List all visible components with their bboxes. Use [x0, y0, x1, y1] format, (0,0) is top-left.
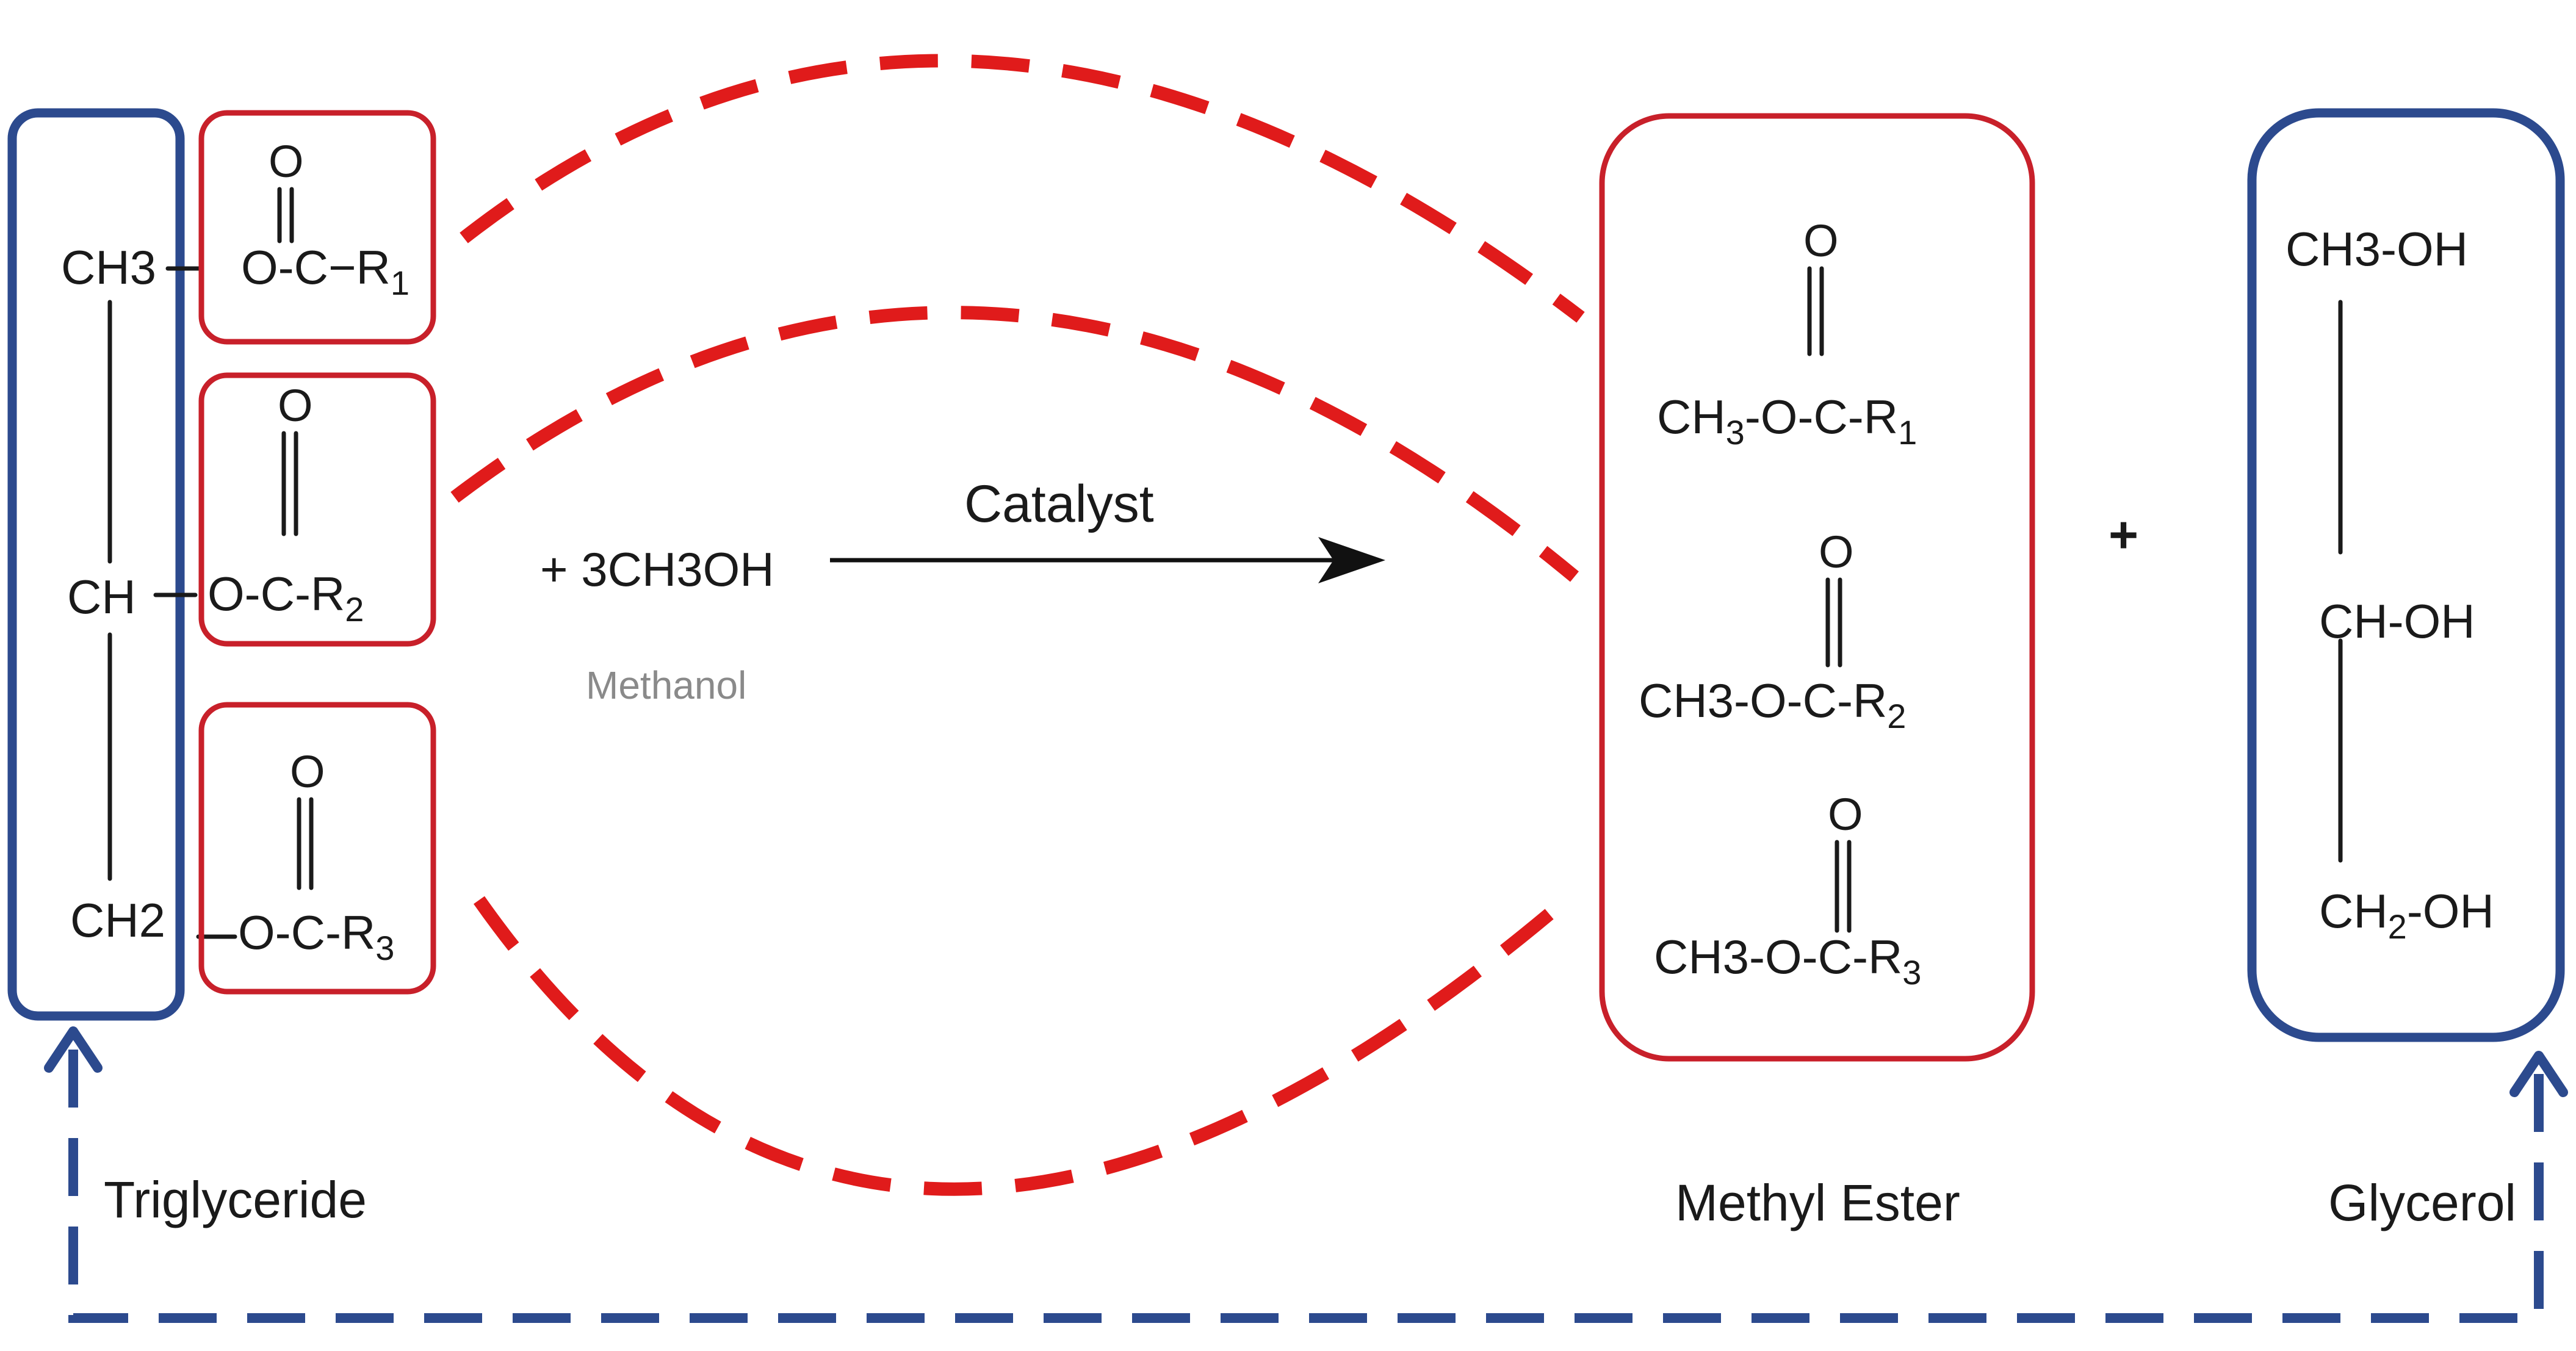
products-plus-sign: +	[2109, 506, 2138, 563]
triglyceride-ester-2: O O-C-R2	[198, 372, 436, 647]
backbone-ch: CH	[67, 570, 136, 624]
return-arrowhead-left	[44, 1026, 103, 1073]
backbone-ch3: CH3	[61, 240, 156, 294]
ester-box-3	[198, 702, 436, 995]
reaction-arrow-head	[1318, 537, 1385, 583]
ester-3-oxygen: O	[290, 746, 325, 797]
triglyceride-backbone: CH3 CH CH2	[7, 108, 237, 1021]
ester-1-formula: O-C−R1	[241, 240, 409, 302]
methyl-ester-3-oxygen: O	[1828, 789, 1863, 840]
triglyceride-label: Triglyceride	[104, 1171, 367, 1228]
ester-box-1	[198, 110, 436, 345]
ester-link-arc-bottom	[474, 896, 1567, 1196]
methyl-ester-2-oxygen: O	[1819, 527, 1854, 577]
glycerol-box	[2247, 108, 2565, 1042]
methyl-ester-label: Methyl Ester	[1675, 1174, 1960, 1231]
return-arrowhead-right	[2509, 1051, 2568, 1097]
ester-link-arc-middle	[450, 306, 1579, 582]
ester-2-oxygen: O	[278, 380, 313, 431]
glycerol-row-1: CH3-OH	[2286, 222, 2468, 276]
ester-2-formula: O-C-R2	[207, 567, 364, 629]
methyl-ester-3-formula: CH3-O-C-R3	[1654, 930, 1921, 992]
backbone-box	[7, 108, 185, 1021]
ester-3-formula: O-C-R3	[238, 906, 394, 967]
methyl-ester-1-formula: CH3-O-C-R1	[1657, 390, 1917, 452]
glycerol-row-2: CH-OH	[2319, 594, 2475, 648]
methyl-ester-group: O CH3-O-C-R1 O CH3-O-C-R2 O CH3-O-C-R3	[1599, 113, 2035, 1062]
glycerol-return-loop	[68, 1050, 2544, 1323]
methanol-label: Methanol	[586, 663, 746, 707]
glycerol-group: CH3-OH CH-OH CH2-OH	[2247, 108, 2565, 1042]
ester-box-2	[198, 372, 436, 647]
catalyst-label: Catalyst	[964, 475, 1154, 533]
methanol-formula: + 3CH3OH	[540, 542, 774, 596]
methyl-ester-2-formula: CH3-O-C-R2	[1639, 674, 1906, 735]
triglyceride-ester-1: O O-C−R1	[198, 110, 436, 345]
glycerol-row-3: CH2-OH	[2319, 884, 2494, 946]
triglyceride-ester-3: O O-C-R3	[198, 702, 436, 995]
ester-1-oxygen: O	[269, 136, 304, 187]
methyl-ester-box	[1599, 113, 2035, 1062]
ester-link-arc-top	[460, 54, 1585, 323]
glycerol-label: Glycerol	[2328, 1174, 2516, 1231]
backbone-ch2: CH2	[70, 893, 165, 947]
methyl-ester-1-oxygen: O	[1803, 215, 1839, 266]
